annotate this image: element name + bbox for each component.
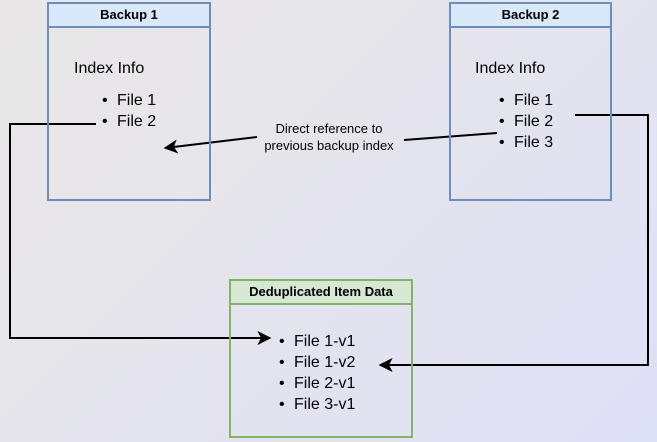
list-item: File 2: [499, 111, 553, 132]
node-backup-1-header: Backup 1: [49, 4, 209, 28]
edge-label-line-2: previous backup index: [264, 138, 394, 153]
backup-1-file-list: File 1 File 2: [102, 90, 156, 132]
list-item: File 2: [102, 111, 156, 132]
node-deduplicated-item-data-body: File 1-v1 File 1-v2 File 2-v1 File 3-v1: [231, 305, 411, 436]
backup-1-index-info-label: Index Info: [74, 60, 145, 77]
node-backup-1-body: Index Info File 1 File 2: [49, 28, 209, 199]
edge-label-line-1: Direct reference to: [275, 121, 383, 136]
list-item: File 1-v1: [279, 331, 355, 352]
node-backup-2-header: Backup 2: [451, 4, 610, 28]
list-item: File 1-v2: [279, 352, 355, 373]
backup-2-index-info-label: Index Info: [475, 60, 546, 77]
list-item: File 3-v1: [279, 394, 355, 415]
list-item: File 1: [499, 90, 553, 111]
list-item: File 2-v1: [279, 373, 355, 394]
node-deduplicated-item-data-header: Deduplicated Item Data: [231, 281, 411, 305]
dedup-file-list: File 1-v1 File 1-v2 File 2-v1 File 3-v1: [279, 331, 355, 415]
backup-2-file-list: File 1 File 2 File 3: [499, 90, 553, 153]
list-item: File 1: [102, 90, 156, 111]
node-backup-1[interactable]: Backup 1 Index Info File 1 File 2: [47, 2, 211, 201]
node-backup-2-body: Index Info File 1 File 2 File 3: [451, 28, 610, 199]
edge-label-direct-reference: Direct reference to previous backup inde…: [254, 120, 404, 154]
list-item: File 3: [499, 132, 553, 153]
node-backup-2[interactable]: Backup 2 Index Info File 1 File 2 File 3: [449, 2, 612, 201]
node-deduplicated-item-data[interactable]: Deduplicated Item Data File 1-v1 File 1-…: [229, 279, 413, 438]
